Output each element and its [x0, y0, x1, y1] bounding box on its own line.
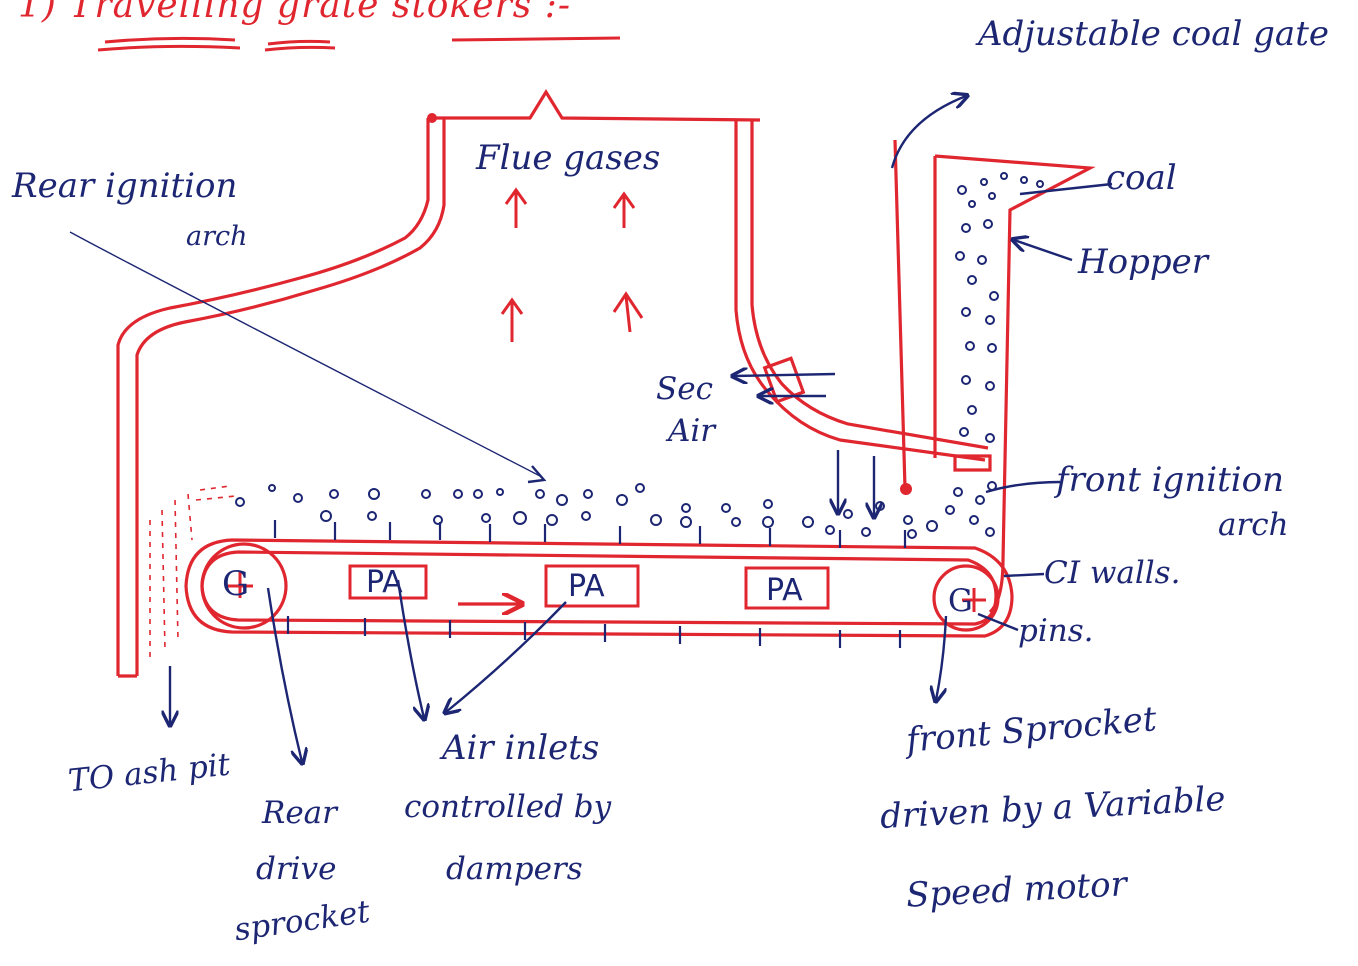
hopper-coal	[955, 172, 1044, 443]
adjustable-coal-gate-label: Adjustable coal gate	[978, 14, 1329, 54]
coal-label: coal	[1106, 158, 1177, 198]
ci-walls-label: CI walls.	[1044, 555, 1181, 591]
front-sprocket	[932, 564, 1000, 632]
coal-bed	[235, 481, 997, 539]
sec-air-label-2: Air	[668, 413, 716, 449]
rear-drive-sprocket-label-2: drive	[256, 851, 337, 887]
gate-rod-dot	[900, 483, 912, 495]
rear-wall-dot	[427, 113, 437, 123]
front-sprocket-mark: G	[948, 583, 973, 619]
ash-fall	[149, 485, 237, 660]
furnace-wall	[116, 88, 1096, 678]
grate-pins	[273, 520, 907, 648]
front-ignition-arch-label-2: arch	[1218, 507, 1289, 543]
diagram-title: 1) Travelling grate stokers :-	[18, 0, 572, 26]
front-ignition-arch-label: front ignition	[1056, 460, 1284, 500]
flue-gases-label: Flue gases	[476, 138, 661, 178]
title-underline	[97, 36, 621, 52]
air-box-label: PA	[568, 569, 605, 604]
air-box-label: PA	[766, 573, 803, 608]
air-inlets-label: Air inlets	[442, 728, 600, 768]
air-box-outlines	[348, 564, 830, 610]
air-inlets-label-2: controlled by	[404, 789, 612, 825]
rear-sprocket	[200, 542, 288, 630]
hopper-label: Hopper	[1078, 242, 1209, 282]
rear-ignition-arch-label-2: arch	[186, 221, 248, 252]
pins-label: pins.	[1018, 613, 1094, 649]
flue-gas-arrows	[500, 187, 644, 342]
air-box-label: PA	[366, 565, 403, 600]
rear-sprocket-mark: G	[222, 564, 250, 604]
sec-air-label: Sec	[656, 371, 713, 407]
rear-ignition-arch-label: Rear ignition	[12, 166, 238, 206]
rear-drive-sprocket-label: Rear	[262, 795, 337, 831]
air-inlets-label-3: dampers	[446, 851, 583, 887]
annotation-leaders	[69, 96, 1113, 762]
